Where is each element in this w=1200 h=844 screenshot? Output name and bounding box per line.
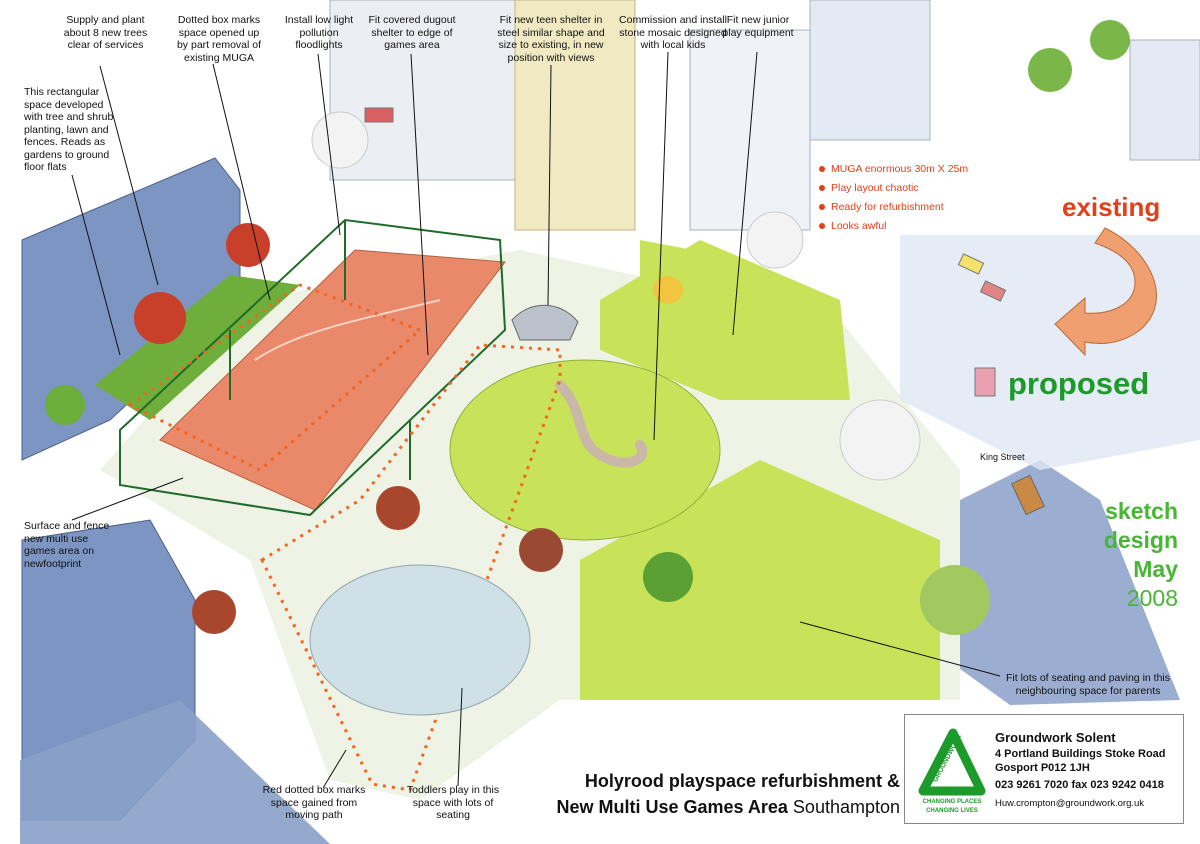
email-link[interactable]: Huw.crompton@groundwork.org.uk (995, 798, 1145, 809)
sketch-design-date: sketch design May 2008 (1018, 497, 1178, 613)
title-line-2: New Multi Use Games Area Southampton (508, 794, 900, 820)
logo-tagline-1: CHANGING PLACES (923, 799, 982, 805)
note-surface-fence: Surface and fence new multi use games ar… (24, 520, 110, 570)
toddler-play-area (309, 564, 531, 716)
leader-lines (71, 51, 1001, 789)
year-word: 2008 (1126, 585, 1178, 611)
bottom-left-road (20, 700, 330, 844)
note-dotted-box: Dotted box marks space opened up by part… (176, 14, 262, 64)
title-line-1: Holyrood playspace refurbishment & (584, 771, 900, 791)
note-dugout: Fit covered dugout shelter to edge of ga… (368, 14, 456, 51)
note-junior-play: Fit new junior play equipment (722, 14, 794, 39)
title-plain-part: Southampton (792, 797, 900, 817)
teen-shelter (511, 304, 579, 341)
existing-inset (640, 235, 1200, 470)
street-label: King Street (980, 452, 1025, 462)
note-toddlers: Toddlers play in this space with lots of… (406, 784, 500, 821)
court-line (254, 299, 441, 361)
note-teen-shelter: Fit new teen shelter in steel similar sh… (497, 14, 605, 64)
note-supply-trees: Supply and plant about 8 new trees clear… (63, 14, 148, 51)
address-line-1: 4 Portland Buildings Stoke Road (995, 748, 1166, 760)
existing-note-item: MUGA enormous 30m X 25m (818, 160, 968, 179)
right-building (920, 460, 1180, 705)
central-mound (449, 359, 721, 541)
trees (45, 20, 1130, 635)
rectangular-garden (95, 275, 300, 420)
title-bold-part: New Multi Use Games Area (556, 797, 788, 817)
muga-court (159, 249, 506, 511)
cars (364, 107, 1045, 516)
existing-note-item: Looks awful (818, 217, 968, 236)
groundwork-triangle-logo-icon: GROUNDWORK CHANGING PLACES CHANGING LIVE… (913, 721, 991, 817)
note-floodlights: Install low light pollution floodlights (284, 14, 354, 51)
design-word: design (1103, 527, 1178, 553)
existing-label: existing (1062, 192, 1161, 222)
contact-box: GROUNDWORK CHANGING PLACES CHANGING LIVE… (904, 714, 1184, 824)
note-red-dotted: Red dotted box marks space gained from m… (262, 784, 366, 821)
org-name: Groundwork Solent (995, 730, 1116, 745)
address: 4 Portland Buildings Stoke Road Gosport … (995, 747, 1166, 775)
stone-mosaic (555, 380, 648, 468)
muga-fence (119, 218, 507, 517)
page-title: Holyrood playspace refurbishment & New M… (508, 768, 900, 820)
logo-tagline-2: CHANGING LIVES (926, 808, 978, 814)
note-seating: Fit lots of seating and paving in this n… (1005, 672, 1170, 697)
note-rectangular-space: This rectangular space developed with tr… (24, 86, 114, 173)
existing-note-item: Ready for refurbishment (818, 198, 968, 217)
dotted-box-path (260, 343, 562, 792)
sketch-word: sketch (1105, 498, 1178, 524)
phone-fax: 023 9261 7020 fax 023 9242 0418 (995, 779, 1164, 791)
curved-arrow-icon (1054, 227, 1157, 357)
existing-note-item: Play layout chaotic (818, 179, 968, 198)
existing-notes-list: MUGA enormous 30m X 25m Play layout chao… (818, 160, 968, 236)
month-word: May (1133, 556, 1178, 582)
proposed-label: proposed (1008, 366, 1150, 401)
note-mosaic: Commission and install stone mosaic desi… (619, 14, 727, 51)
address-line-2: Gosport P012 1JH (995, 762, 1090, 774)
